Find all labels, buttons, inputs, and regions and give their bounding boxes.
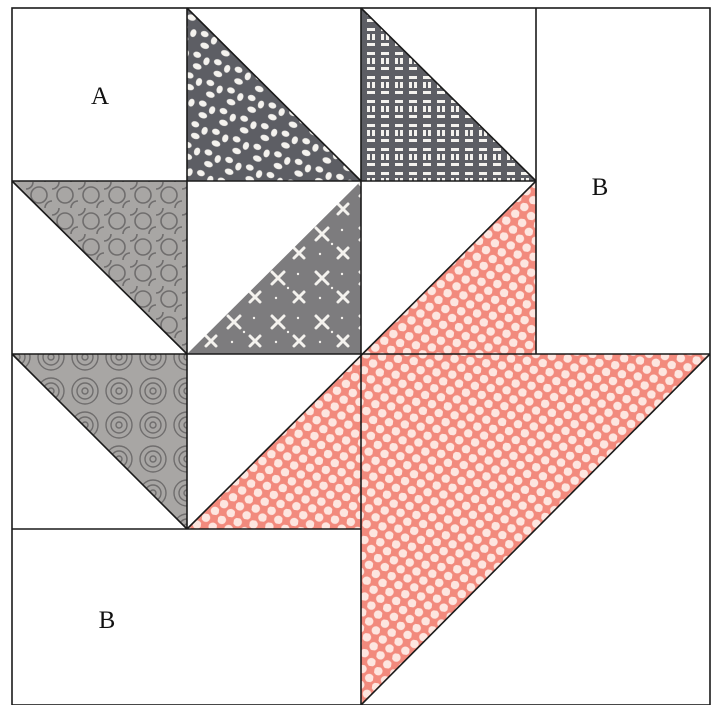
label-b-bottom: B (99, 607, 116, 634)
label-b-right: B (592, 174, 609, 201)
label-a: A (91, 83, 109, 110)
